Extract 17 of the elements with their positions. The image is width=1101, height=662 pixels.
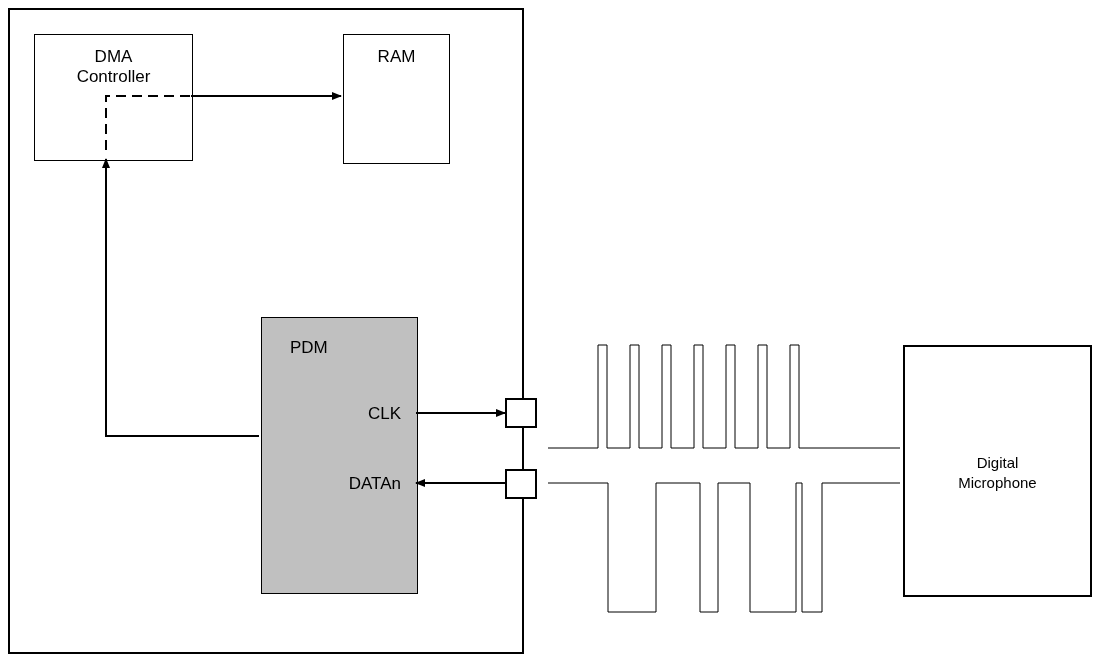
memory-box bbox=[343, 34, 450, 164]
pin-label: DATAn bbox=[348, 474, 401, 494]
box-label: Digital Microphone bbox=[957, 453, 1038, 493]
peripheral-box bbox=[261, 317, 418, 594]
box-label: RAM bbox=[376, 47, 417, 67]
box-label: DMA Controller bbox=[75, 47, 152, 87]
arrow bbox=[415, 409, 506, 417]
chip-boundary-box bbox=[8, 8, 524, 654]
pin-pad bbox=[505, 469, 537, 499]
arrow bbox=[415, 479, 506, 487]
pin-label: CLK bbox=[367, 404, 401, 424]
device-box bbox=[903, 345, 1092, 597]
box-label: PDM bbox=[290, 338, 328, 358]
arrow bbox=[102, 158, 260, 437]
pin-pad bbox=[505, 398, 537, 428]
arrow bbox=[190, 92, 342, 100]
controller-box bbox=[34, 34, 193, 161]
